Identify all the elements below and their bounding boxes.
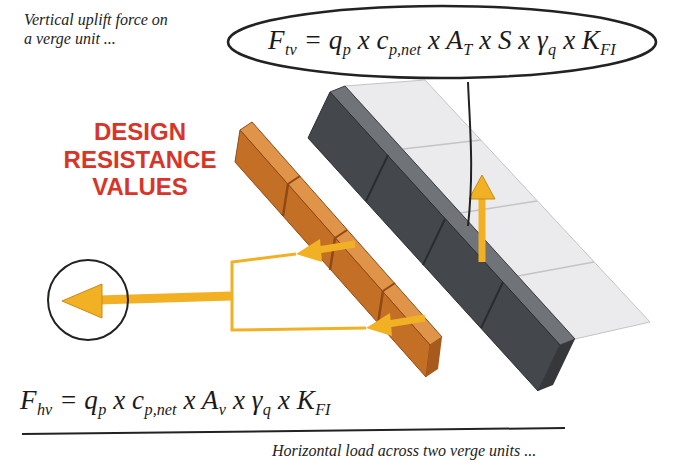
- formula-term: x A: [428, 25, 463, 55]
- verge-joint: [283, 184, 288, 216]
- formula-term: p,net: [389, 41, 421, 59]
- resultant-arrow-head: [62, 284, 102, 318]
- formula-term: p: [98, 401, 106, 419]
- formula-term: x c: [113, 385, 144, 415]
- formula-term: T: [463, 41, 472, 59]
- annotation-text: Horizontal load across two verge units .…: [272, 442, 536, 459]
- formula-term: tv: [285, 41, 297, 59]
- highlight-circle: [48, 260, 128, 340]
- formula-term: x S x γ: [479, 25, 547, 55]
- load-arrow: [388, 318, 425, 324]
- verge-joint: [288, 176, 300, 184]
- ellipse-outline: [228, 6, 656, 78]
- formula-term: FI: [600, 41, 615, 59]
- underline-stroke: [22, 428, 565, 434]
- formula-term: FI: [315, 401, 330, 419]
- load-arrow-head: [296, 239, 322, 262]
- load-arrow-head: [366, 313, 392, 336]
- verge-top-face: [240, 122, 442, 345]
- formula-term: x K: [563, 25, 600, 55]
- formula-term: x K: [278, 385, 315, 415]
- formula-term: v: [219, 401, 226, 419]
- verge-end-cap: [538, 339, 575, 391]
- heading-text: DESIGN RESISTANCE VALUES: [55, 118, 225, 201]
- formula-term: p: [343, 41, 351, 59]
- formula-term: x γ: [233, 385, 262, 415]
- formula-term: x c: [358, 25, 389, 55]
- annotation-text: Vertical uplift force on a verge unit ..…: [24, 11, 168, 47]
- formula-line: Ftv = qp x cp,net x ATx S x γq x KFI: [268, 24, 616, 60]
- verge-joint: [423, 219, 445, 265]
- formula-line: Fhv = qp x cp,net x Av x γq x KFI: [20, 384, 330, 420]
- formula-term: q: [263, 401, 271, 419]
- uplift-arrow: [479, 196, 486, 262]
- formula-term: F: [268, 25, 285, 55]
- leader-line: [468, 82, 471, 226]
- annotation-block: Horizontal load across two verge units .…: [272, 441, 536, 460]
- formula-ellipse: Ftv = qp x cp,net x ATx S x γq x KFI: [226, 4, 658, 80]
- formula-term: F: [20, 385, 37, 415]
- tile-joint: [460, 201, 537, 213]
- resultant-arrow: [98, 296, 232, 300]
- formula-term: = q: [304, 25, 342, 55]
- verge-joint: [335, 230, 347, 238]
- formula-term: = q: [59, 385, 97, 415]
- verge-joint: [481, 282, 503, 328]
- verge-joint: [330, 238, 335, 270]
- load-arrow: [318, 244, 355, 250]
- annotation-block: Vertical uplift force on a verge unit ..…: [24, 10, 179, 48]
- load-bracket: [232, 254, 366, 330]
- formula-term: p,net: [145, 401, 177, 419]
- verge-end-cap: [426, 337, 442, 377]
- verge-joint: [383, 283, 395, 291]
- tile-joint: [403, 140, 481, 149]
- verge-joint: [366, 155, 388, 201]
- formula-term: x A: [184, 385, 219, 415]
- verge-front-face: [235, 130, 430, 377]
- formula-term: q: [548, 41, 556, 59]
- tile-joint: [518, 262, 594, 276]
- formula-term: hv: [37, 401, 52, 419]
- uplift-arrow-head: [469, 175, 495, 199]
